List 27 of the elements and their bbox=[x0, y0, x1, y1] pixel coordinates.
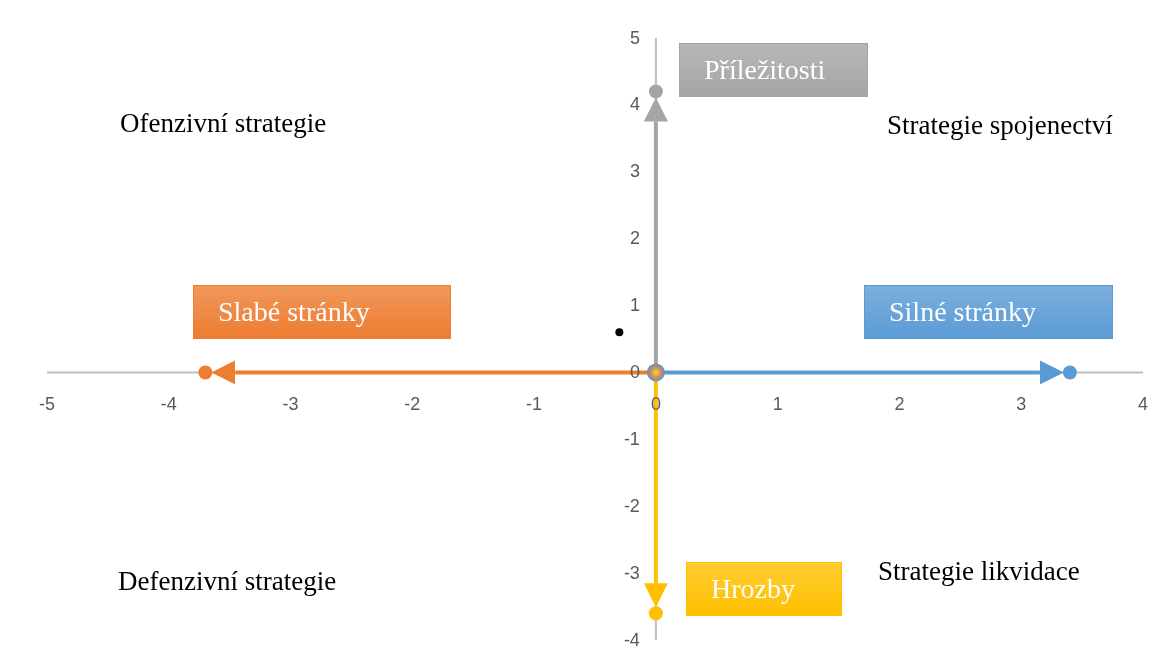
data-label: Příležitosti bbox=[679, 43, 868, 97]
quadrant-label: Strategie likvidace bbox=[878, 556, 1080, 587]
data-label: Silné stránky bbox=[864, 285, 1113, 339]
data-label: Hrozby bbox=[686, 562, 842, 616]
x-tick-label: 3 bbox=[1016, 394, 1027, 416]
x-tick-label: -1 bbox=[526, 394, 543, 416]
y-tick-label: 3 bbox=[629, 161, 640, 183]
x-tick-label: 4 bbox=[1138, 394, 1148, 416]
y-tick-label: 1 bbox=[629, 295, 640, 317]
x-tick-label: 2 bbox=[894, 394, 905, 416]
x-tick-label: -4 bbox=[160, 394, 177, 416]
data-label: Slabé stránky bbox=[193, 285, 451, 339]
quadrant-label: Ofenzivní strategie bbox=[120, 108, 327, 139]
x-tick-label: -5 bbox=[39, 394, 55, 416]
y-tick-label: -1 bbox=[623, 428, 640, 450]
quadrant-label: Defenzivní strategie bbox=[118, 566, 337, 597]
y-tick-label: -4 bbox=[623, 629, 640, 651]
quadrant-label: Strategie spojenectví bbox=[887, 110, 1113, 141]
x-tick-label: 1 bbox=[772, 394, 783, 416]
y-tick-label: -3 bbox=[623, 562, 640, 584]
x-tick-label: -3 bbox=[282, 394, 299, 416]
y-tick-label: 5 bbox=[629, 27, 640, 49]
x-tick-label: -2 bbox=[404, 394, 421, 416]
y-tick-label: -2 bbox=[623, 495, 640, 517]
y-tick-label: 2 bbox=[629, 228, 640, 250]
y-tick-label: 4 bbox=[629, 94, 640, 116]
y-tick-label: 0 bbox=[629, 361, 640, 383]
